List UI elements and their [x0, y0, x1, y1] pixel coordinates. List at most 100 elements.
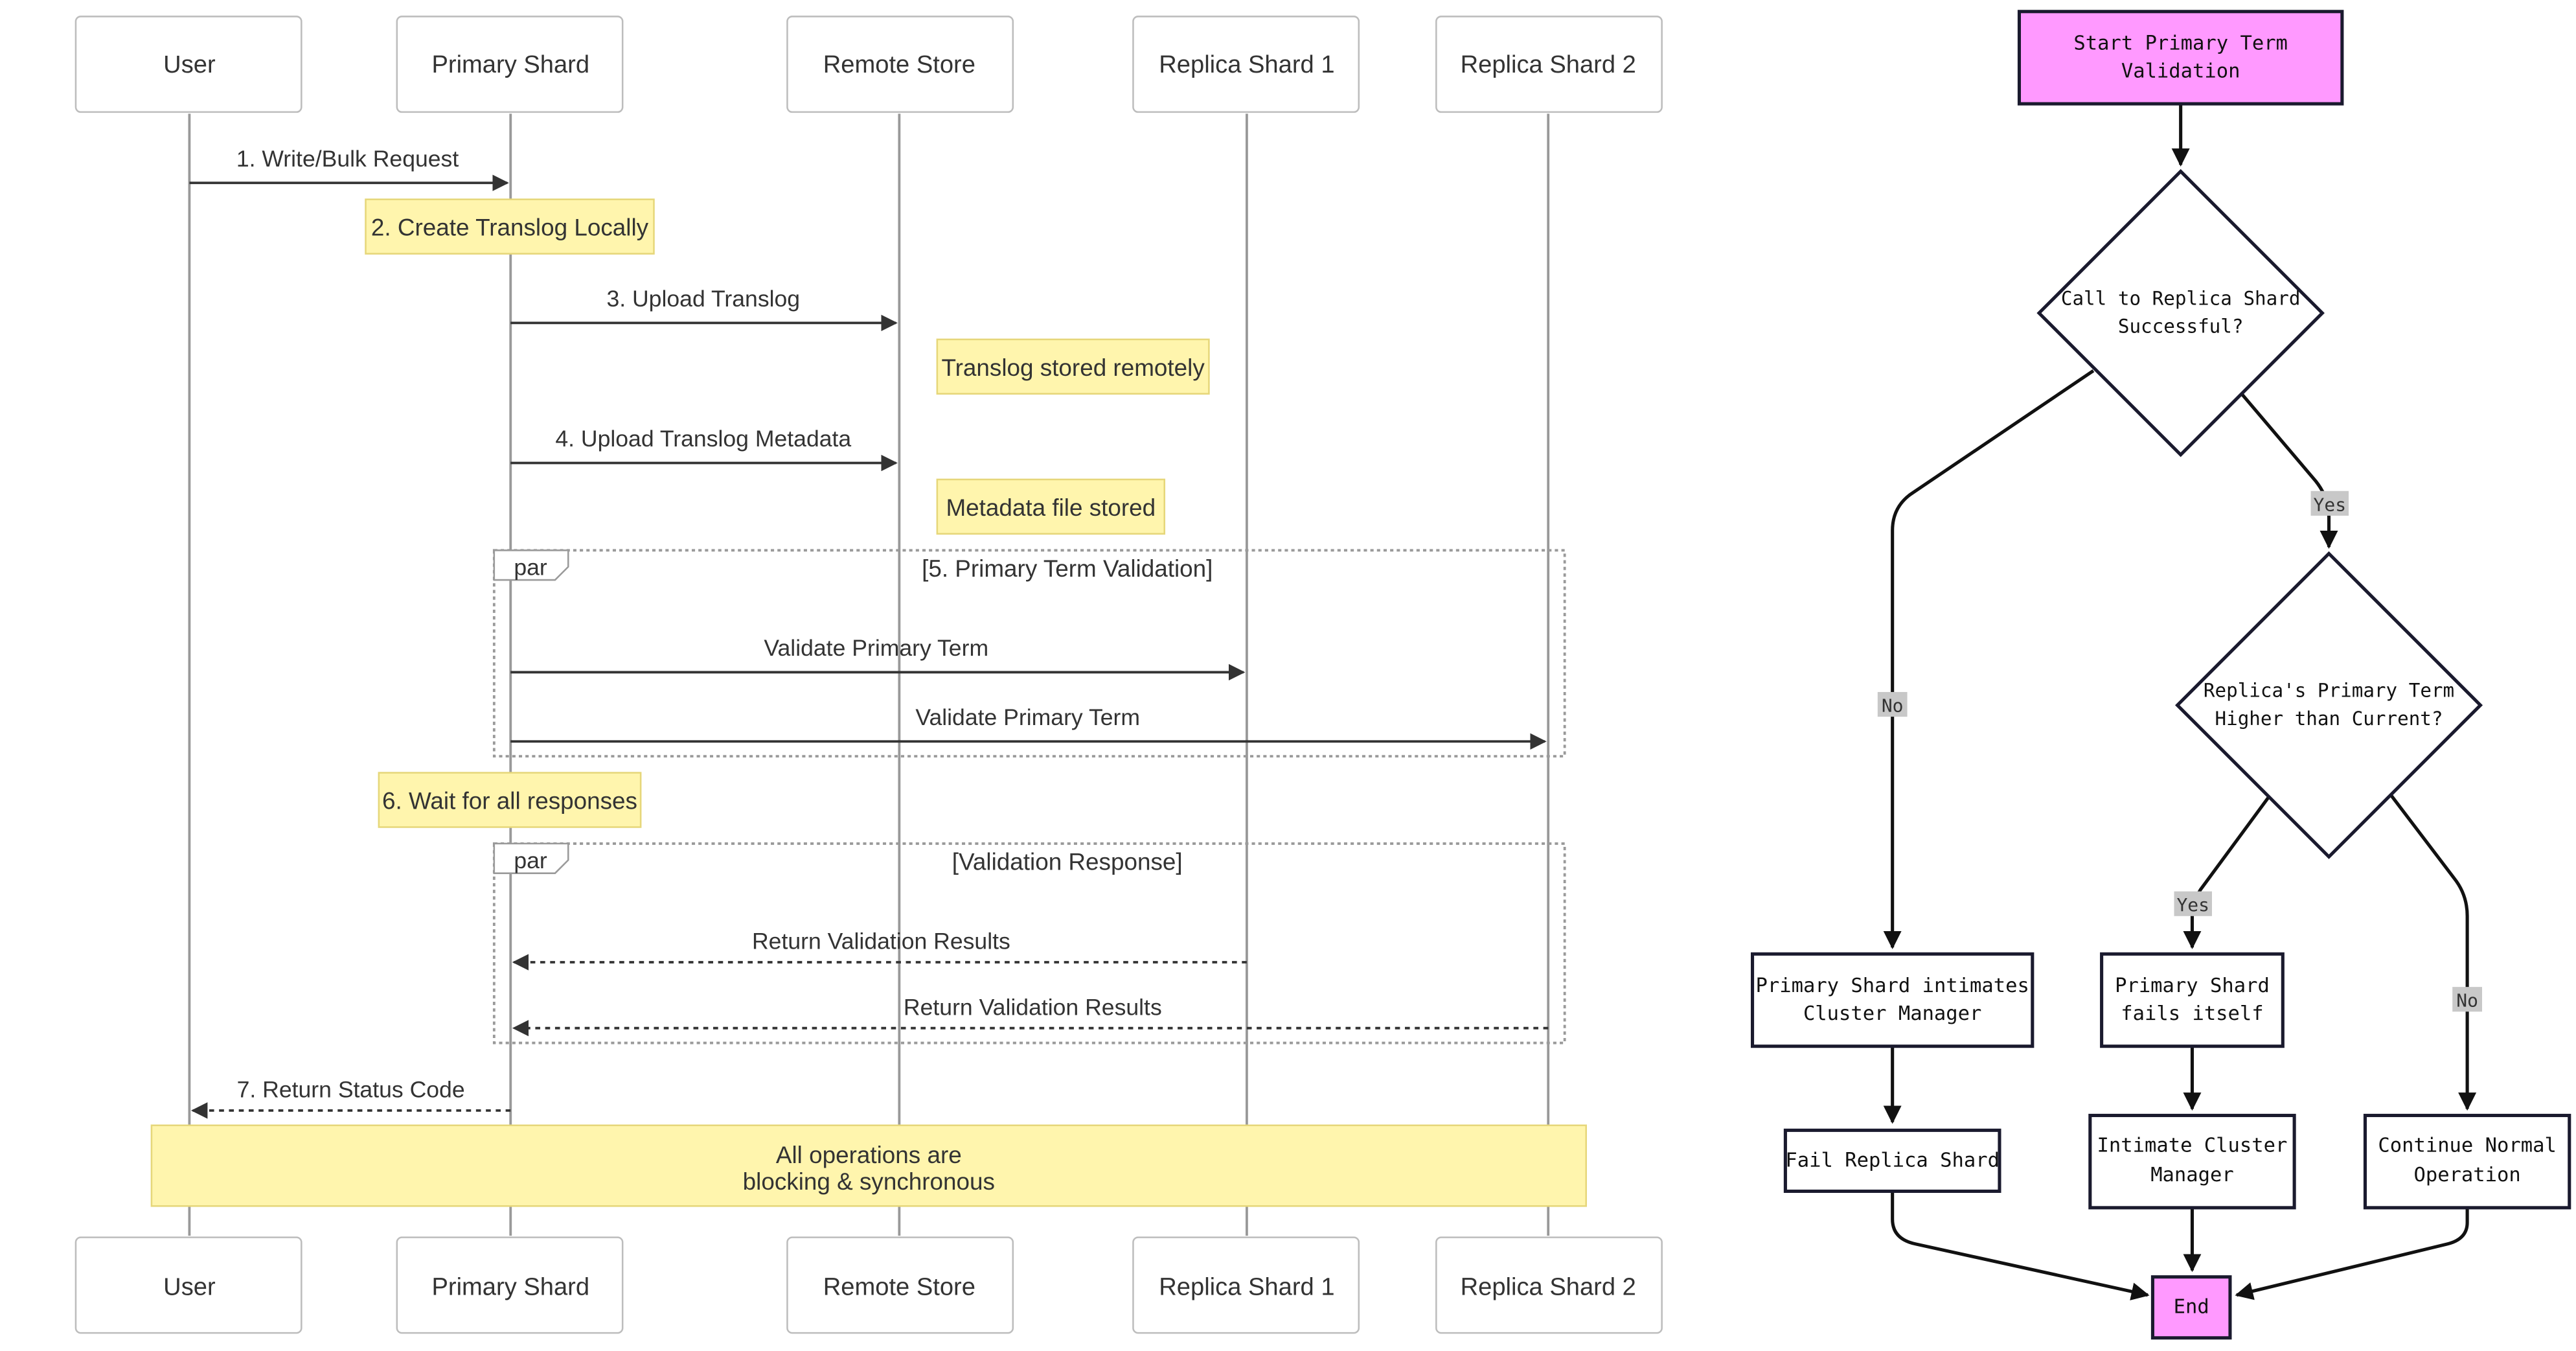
participant-label: Replica Shard 2 [1461, 1273, 1636, 1301]
node-label-line-1: Call to Replica Shard [2061, 287, 2301, 309]
participant-user: User [74, 16, 302, 113]
message-label: Validate Primary Term [764, 635, 988, 661]
flow-node-start: Start Primary Term Validation [2017, 10, 2344, 106]
node-label-line-2: Successful? [2118, 316, 2244, 338]
edge-continue-to-end [2235, 1207, 2469, 1300]
node-label-line-1: Start Primary Term [2073, 32, 2288, 54]
node-label-line-2: fails itself [2121, 1002, 2263, 1025]
edge-decision1-no [1883, 369, 2095, 949]
message-validate-replica-2: Validate Primary Term [510, 704, 1547, 750]
edge-label-d2-yes: Yes [2174, 891, 2212, 916]
message-return-results-replica-2: Return Validation Results [512, 994, 1549, 1037]
flowchart: No Yes Yes No Start Primary Term Validat… [1750, 10, 2571, 1340]
par-label: [Validation Response] [952, 849, 1183, 875]
participants-top: User Primary Shard Remote Store Replica … [74, 16, 1663, 113]
flow-decision-call-successful: Call to Replica Shard Successful? [2036, 168, 2325, 457]
par-block-primary-term-validation: par [5. Primary Term Validation] [492, 549, 1566, 758]
svg-text:No: No [2456, 990, 2478, 1011]
message-write-bulk-request: 1. Write/Bulk Request [189, 146, 509, 191]
node-label-line-2: Operation [2413, 1164, 2520, 1186]
flow-edges [1883, 104, 2477, 1300]
participant-label: Replica Shard 1 [1159, 1273, 1334, 1301]
flow-node-fail-replica-shard: Fail Replica Shard [1783, 1128, 2001, 1193]
participant-label: Primary Shard [431, 51, 589, 78]
note-wait-for-responses: 6. Wait for all responses [378, 772, 642, 828]
message-return-results-replica-1: Return Validation Results [512, 929, 1247, 971]
node-label-line-1: Primary Shard intimates [1756, 975, 2029, 997]
participant-primary-shard: Primary Shard [396, 16, 624, 113]
flow-decision-primary-term-higher: Replica's Primary Term Higher than Curre… [2174, 551, 2483, 859]
node-label-line-2: Higher than Current? [2215, 708, 2443, 730]
edge-decision2-yes [2183, 794, 2272, 949]
message-label: Return Validation Results [904, 994, 1162, 1020]
note-label: Translog stored remotely [941, 354, 1205, 381]
flow-node-primary-fails-itself: Primary Shard fails itself [2100, 952, 2285, 1048]
participant-label: Replica Shard 2 [1461, 51, 1636, 78]
message-return-status-code: 7. Return Status Code [190, 1077, 511, 1119]
participant-primary-shard: Primary Shard [396, 1236, 624, 1334]
message-label: 4. Upload Translog Metadata [555, 426, 851, 452]
node-label-line-1: Continue Normal [2378, 1134, 2556, 1157]
message-label: 7. Return Status Code [237, 1077, 465, 1103]
message-validate-replica-1: Validate Primary Term [510, 635, 1246, 681]
participant-label: Replica Shard 1 [1159, 51, 1334, 78]
participant-replica-shard-2: Replica Shard 2 [1435, 16, 1663, 113]
sequence-diagram: User Primary Shard Remote Store Replica … [74, 16, 1663, 1334]
participant-remote-store: Remote Store [786, 16, 1014, 113]
note-label-line-1: All operations are [776, 1142, 962, 1168]
node-label-line-2: Validation [2121, 60, 2240, 83]
participant-label: User [163, 51, 216, 78]
edge-fail-to-end [1891, 1191, 2150, 1300]
flow-node-continue-normal: Continue Normal Operation [2363, 1113, 2571, 1210]
note-translog-stored-remotely: Translog stored remotely [936, 338, 1210, 395]
svg-text:No: No [1882, 695, 1904, 716]
message-upload-translog-metadata: 4. Upload Translog Metadata [510, 426, 898, 472]
edge-decision2-no [2390, 794, 2477, 1111]
node-label-line-1: Primary Shard [2115, 975, 2270, 997]
note-label: 6. Wait for all responses [382, 788, 637, 814]
participant-replica-shard-1: Replica Shard 1 [1132, 1236, 1360, 1334]
participant-label: User [163, 1273, 216, 1301]
message-label: 1. Write/Bulk Request [236, 146, 459, 172]
participants-bottom: User Primary Shard Remote Store Replica … [74, 1236, 1663, 1334]
message-upload-translog: 3. Upload Translog [510, 286, 898, 332]
node-label: Fail Replica Shard [1785, 1149, 2000, 1172]
par-keyword: par [514, 848, 547, 873]
participant-label: Primary Shard [431, 1273, 589, 1301]
note-label-line-2: blocking & synchronous [743, 1168, 995, 1195]
svg-text:Yes: Yes [2314, 494, 2347, 515]
participant-label: Remote Store [823, 51, 975, 78]
par-keyword: par [514, 554, 547, 580]
node-label-line-1: Replica's Primary Term [2204, 680, 2454, 702]
par-label: [5. Primary Term Validation] [922, 555, 1213, 582]
message-label: Return Validation Results [752, 929, 1010, 954]
participant-replica-shard-1: Replica Shard 1 [1132, 16, 1360, 113]
lifelines [188, 113, 1550, 1236]
edge-label-d1-yes: Yes [2310, 491, 2349, 516]
svg-text:Yes: Yes [2176, 894, 2209, 916]
note-label: 2. Create Translog Locally [371, 214, 649, 241]
message-label: Validate Primary Term [915, 704, 1140, 730]
node-label-line-2: Cluster Manager [1803, 1002, 1981, 1025]
par-block-validation-response: par [Validation Response] [492, 842, 1566, 1045]
edge-label-d1-no: No [1877, 691, 1908, 717]
flow-node-end: End [2150, 1275, 2232, 1340]
edge-decision1-yes [2240, 393, 2338, 549]
note-all-operations: All operations are blocking & synchronou… [150, 1124, 1587, 1207]
participant-user: User [74, 1236, 302, 1334]
note-metadata-file-stored: Metadata file stored [936, 478, 1166, 535]
participant-replica-shard-2: Replica Shard 2 [1435, 1236, 1663, 1334]
node-label: End [2174, 1296, 2209, 1319]
edge-label-d2-no: No [2452, 987, 2482, 1012]
note-create-translog: 2. Create Translog Locally [365, 198, 655, 255]
node-label-line-1: Intimate Cluster [2097, 1134, 2288, 1157]
message-label: 3. Upload Translog [606, 286, 800, 312]
note-label: Metadata file stored [946, 494, 1156, 521]
participant-remote-store: Remote Store [786, 1236, 1014, 1334]
flow-node-primary-intimates: Primary Shard intimates Cluster Manager [1750, 952, 2035, 1048]
flow-node-intimate-cluster-manager: Intimate Cluster Manager [2088, 1113, 2296, 1210]
participant-label: Remote Store [823, 1273, 975, 1301]
node-label-line-2: Manager [2150, 1164, 2234, 1186]
